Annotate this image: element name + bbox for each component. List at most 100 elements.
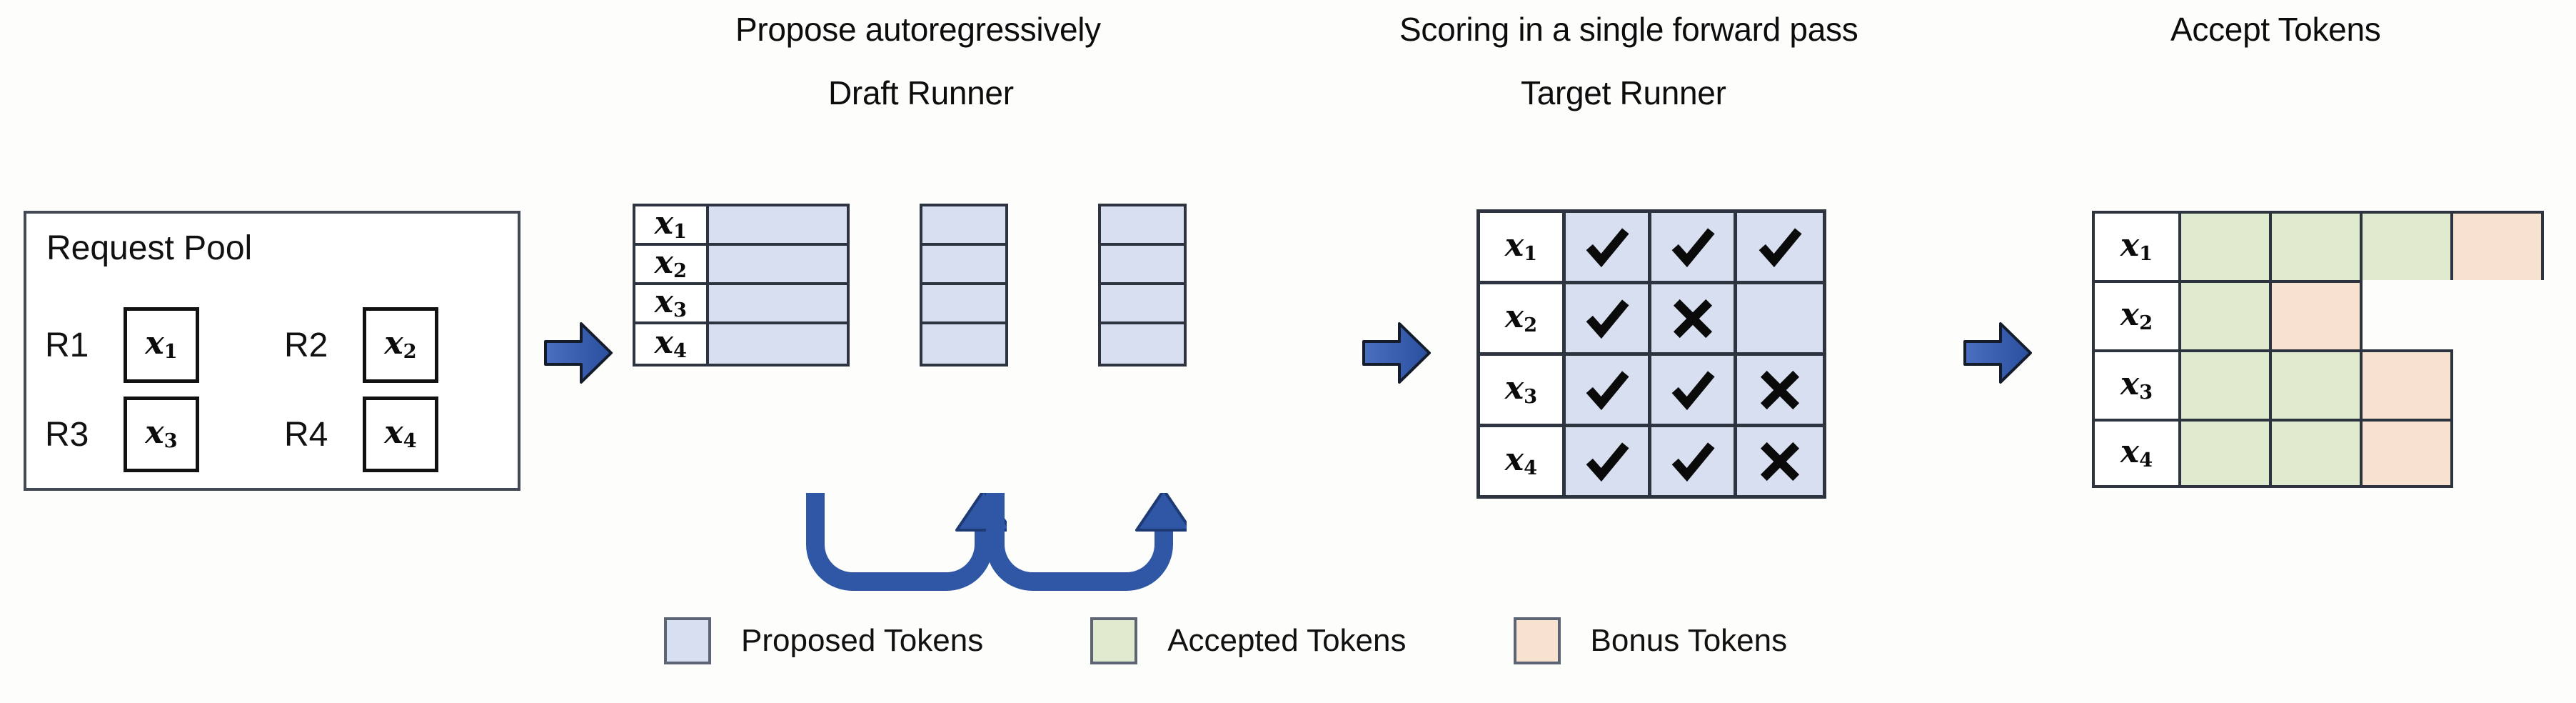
draft-loop-arrow-2	[980, 489, 1192, 593]
target-row-label: x1	[1480, 213, 1566, 281]
accept-row-label: x4	[2092, 419, 2181, 488]
step-arrow-pool-to-draft	[544, 320, 613, 386]
draft-step-1: x1 x2 x3 x4	[633, 204, 850, 367]
target-row: x3	[1480, 356, 1823, 427]
legend-label: Accepted Tokens	[1167, 623, 1407, 658]
bonus-token-cell	[2363, 349, 2453, 419]
cross-icon	[1673, 299, 1712, 338]
target-row-label: x3	[1480, 356, 1566, 424]
score-cell	[1737, 356, 1823, 424]
token-glyph: x3	[654, 283, 687, 321]
token-glyph: x1	[1504, 226, 1538, 265]
request-item-r2[interactable]: R2 x2	[284, 307, 438, 383]
draft-row-label: x3	[635, 285, 706, 324]
cross-icon	[1760, 370, 1800, 409]
legend-label: Bonus Tokens	[1590, 623, 1788, 658]
request-id-label: R4	[284, 415, 328, 454]
legend-swatch-proposed	[664, 617, 711, 664]
target-row-label: x2	[1480, 284, 1566, 352]
check-icon	[1586, 299, 1629, 339]
request-token-box: x4	[363, 397, 438, 472]
draft-label-column: x1 x2 x3 x4	[635, 206, 706, 364]
draft-proposed-column	[705, 206, 847, 364]
proposed-token-cell	[922, 206, 1005, 246]
bonus-token-cell	[2363, 419, 2453, 488]
check-icon	[1759, 227, 1802, 267]
score-cell	[1566, 427, 1651, 495]
step-arrow-draft-to-target	[1362, 320, 1431, 386]
target-row: x4	[1480, 427, 1823, 495]
proposed-token-cell	[922, 285, 1005, 324]
accept-tokens-grid: x1 x2 x3 x4	[2092, 211, 2544, 488]
token-glyph: x1	[2120, 226, 2153, 265]
check-icon	[1671, 370, 1715, 410]
proposed-token-cell	[1101, 246, 1184, 285]
token-glyph: x3	[145, 414, 178, 453]
proposed-token-cell	[708, 206, 847, 246]
legend-item-bonus: Bonus Tokens	[1513, 617, 1788, 664]
proposed-token-cell	[708, 285, 847, 324]
draft-row-label: x1	[635, 206, 706, 246]
proposed-token-cell	[1101, 285, 1184, 324]
score-cell	[1566, 356, 1651, 424]
accepted-token-cell	[2272, 349, 2363, 419]
score-cell	[1566, 284, 1651, 352]
draft-runner-caption: Propose autoregressively	[735, 11, 1101, 48]
accepted-token-cell	[2181, 419, 2272, 488]
token-glyph: x4	[2120, 433, 2153, 472]
token-glyph: x2	[384, 325, 417, 364]
request-token-box: x3	[124, 397, 199, 472]
token-glyph: x3	[1504, 369, 1538, 408]
check-icon	[1586, 442, 1629, 482]
request-item-r4[interactable]: R4 x4	[284, 397, 438, 472]
accept-row-label: x1	[2092, 211, 2181, 280]
accepted-token-cell	[2181, 211, 2272, 280]
draft-row-label: x2	[635, 246, 706, 285]
token-glyph: x4	[384, 414, 417, 453]
token-glyph: x1	[145, 325, 178, 364]
target-runner-caption: Scoring in a single forward pass	[1399, 11, 1858, 48]
score-cell	[1651, 356, 1737, 424]
request-id-label: R2	[284, 326, 328, 364]
accept-row: x4	[2092, 419, 2544, 488]
accepted-token-cell	[2272, 419, 2363, 488]
request-pool-title: Request Pool	[46, 229, 253, 267]
cross-icon	[1760, 442, 1800, 481]
accept-row-label: x2	[2092, 280, 2181, 349]
accept-tokens-caption: Accept Tokens	[2170, 11, 2381, 48]
accepted-token-cell	[2363, 211, 2453, 280]
target-row-label: x4	[1480, 427, 1566, 495]
check-icon	[1671, 442, 1715, 482]
proposed-token-cell	[922, 246, 1005, 285]
request-id-label: R1	[45, 326, 89, 364]
draft-loop-arrow-1	[800, 489, 1012, 593]
request-id-label: R3	[45, 415, 89, 454]
token-glyph: x1	[654, 204, 687, 243]
target-runner-subcaption: Target Runner	[1521, 74, 1726, 111]
accepted-token-cell	[2272, 211, 2363, 280]
proposed-token-cell	[1101, 206, 1184, 246]
draft-row-label: x4	[635, 324, 706, 364]
token-glyph: x2	[2120, 296, 2153, 334]
proposed-token-cell	[708, 246, 847, 285]
score-cell	[1737, 213, 1823, 281]
draft-step-2	[920, 204, 1008, 367]
token-glyph: x4	[654, 324, 687, 362]
draft-step-3	[1098, 204, 1187, 367]
check-icon	[1586, 370, 1629, 410]
legend-label: Proposed Tokens	[741, 623, 984, 658]
accepted-token-cell	[2181, 349, 2272, 419]
proposed-token-cell	[1101, 324, 1184, 364]
request-item-r1[interactable]: R1 x1	[45, 307, 199, 383]
token-glyph: x2	[654, 244, 687, 282]
request-token-box: x2	[363, 307, 438, 383]
accept-row: x3	[2092, 349, 2544, 419]
token-glyph: x3	[2120, 365, 2153, 404]
request-item-r3[interactable]: R3 x3	[45, 397, 199, 472]
accept-row-label: x3	[2092, 349, 2181, 419]
legend-swatch-bonus	[1513, 617, 1561, 664]
accepted-token-cell	[2181, 280, 2272, 349]
token-glyph: x4	[1504, 441, 1538, 479]
score-cell-empty	[1737, 284, 1823, 352]
score-cell	[1566, 213, 1651, 281]
